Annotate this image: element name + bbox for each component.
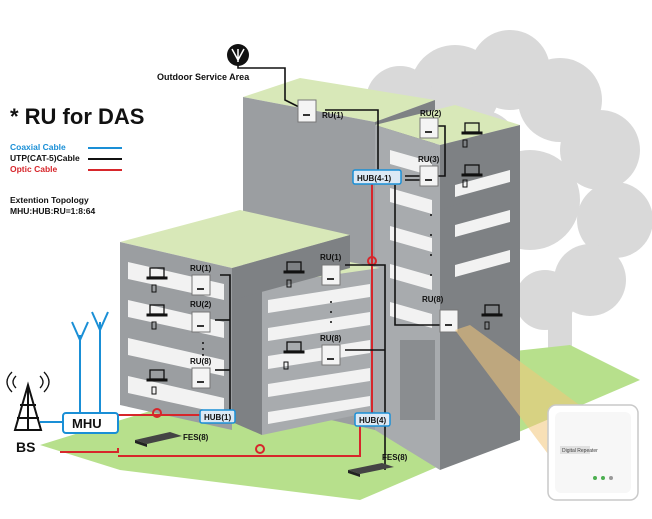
ru-unit-left-8	[191, 367, 211, 389]
right-ru8-label: RU(8)	[422, 295, 444, 304]
middle-building	[232, 252, 380, 435]
mid-ru8-label: RU(8)	[320, 334, 342, 343]
legend-swatch-utp	[88, 158, 122, 160]
ru-unit-left-2	[191, 311, 211, 333]
digital-repeater-device	[547, 404, 639, 501]
ru-unit-right-2	[419, 117, 439, 139]
fes-switch-left	[135, 432, 182, 447]
topology-note: Extention Topology MHU:HUB:RU=1:8:64	[10, 195, 200, 217]
left-ru2-label: RU(2)	[190, 300, 212, 309]
legend-label-utp: UTP(CAT-5)Cable	[10, 153, 80, 163]
hub-box-top	[352, 169, 402, 185]
left-ru8-label: RU(8)	[190, 357, 212, 366]
legend-label-optic: Optic Cable	[10, 164, 58, 174]
fes-right-label: FES(8)	[382, 453, 408, 462]
user-device-icons	[146, 122, 503, 395]
mhu-label: MHU	[72, 416, 102, 431]
legend-label-coax: Coaxial Cable	[10, 142, 66, 152]
topology-ratio: MHU:HUB:RU=1:8:64	[10, 206, 96, 216]
hub-box-1	[199, 409, 236, 424]
hub-box-4	[354, 412, 391, 427]
right-ru3-label: RU(3)	[418, 155, 440, 164]
continuation-dots	[202, 214, 432, 356]
outdoor-antenna-icon	[227, 44, 249, 66]
legend-item-optic: Optic Cable	[10, 164, 200, 175]
legend-swatch-coax	[88, 147, 122, 149]
legend-swatch-optic	[88, 169, 122, 171]
ru-unit-right-8	[439, 309, 459, 333]
ru-unit-outdoor	[297, 99, 317, 123]
base-station-icon	[6, 371, 50, 431]
legend-panel: * RU for DAS Coaxial Cable UTP(CAT-5)Cab…	[10, 104, 200, 217]
ru-unit-left-1	[191, 274, 211, 296]
mid-ru1-label: RU(1)	[320, 253, 342, 262]
hub1-label: HUB(1)	[204, 413, 231, 422]
outdoor-ru-label: RU(1)	[322, 111, 344, 120]
ru-unit-right-3	[419, 165, 439, 187]
coaxial-cables	[40, 322, 101, 423]
outdoor-service-label: Outdoor Service Area	[157, 72, 250, 82]
legend-item-utp: UTP(CAT-5)Cable	[10, 153, 200, 164]
fes-switch-right	[348, 463, 394, 477]
ru-unit-mid-8	[321, 344, 341, 366]
left-ru1-label: RU(1)	[190, 264, 212, 273]
topology-title: Extention Topology	[10, 195, 89, 205]
hub-top-label: HUB(4-1)	[357, 174, 392, 183]
mhu-unit	[62, 412, 119, 434]
legend-title: * RU for DAS	[10, 104, 145, 129]
hub4-label: HUB(4)	[359, 416, 386, 425]
ru-unit-mid-1	[321, 264, 341, 286]
fes-left-label: FES(8)	[183, 433, 209, 442]
bs-label: BS	[16, 439, 35, 455]
device-screen-label: Digital Repeater	[562, 448, 598, 454]
legend-item-coax: Coaxial Cable	[10, 142, 200, 153]
right-ru2-label: RU(2)	[420, 109, 442, 118]
donor-antenna-icons	[71, 311, 109, 343]
